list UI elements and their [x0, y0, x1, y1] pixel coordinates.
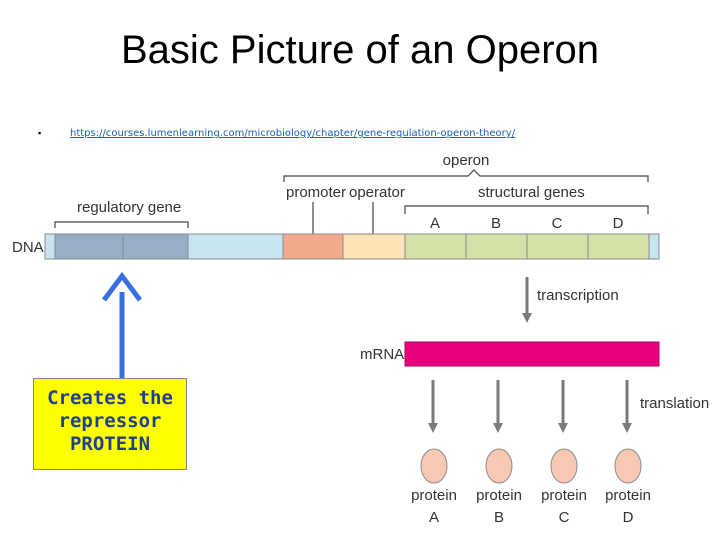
protein-b-letter: B	[494, 509, 504, 526]
callout-line-2: repressor	[58, 410, 162, 432]
slide-title: Basic Picture of an Operon	[120, 28, 600, 72]
protein-d-letter: D	[623, 509, 634, 526]
gene-d-segment	[587, 233, 650, 260]
operator-segment	[342, 233, 406, 260]
promoter-segment	[282, 233, 344, 260]
regulatory-gene-bracket	[54, 221, 189, 228]
dna-strip	[44, 233, 660, 260]
callout-line-3: PROTEIN	[69, 433, 151, 455]
protein-a-word: protein	[411, 487, 457, 504]
regulatory-gene-label: regulatory gene	[77, 199, 181, 216]
repressor-callout: Creates the repressor PROTEIN	[33, 378, 187, 470]
regulatory-gene-segment-2	[122, 233, 189, 260]
structural-genes-bracket	[404, 205, 649, 214]
gene-b-segment	[465, 233, 528, 260]
bullet-marker: ▪	[38, 128, 42, 138]
mrna-label: mRNA	[360, 346, 404, 363]
operon-label: operon	[443, 152, 490, 169]
protein-b-word: protein	[476, 487, 522, 504]
gene-label-d: D	[613, 215, 624, 232]
regulatory-gene-segment-1	[54, 233, 124, 260]
protein-c-word: protein	[541, 487, 587, 504]
protein-d-word: protein	[605, 487, 651, 504]
gene-label-b: B	[491, 215, 501, 232]
protein-b-shape	[485, 448, 513, 484]
dna-left-end	[44, 233, 56, 260]
operator-label: operator	[349, 184, 405, 201]
structural-genes-label: structural genes	[478, 184, 585, 201]
callout-line-1: Creates the	[47, 387, 173, 409]
mrna-strand	[404, 341, 660, 367]
protein-c-shape	[550, 448, 578, 484]
protein-c-letter: C	[559, 509, 570, 526]
gene-a-segment	[404, 233, 467, 260]
promoter-label: promoter	[286, 184, 346, 201]
callout-arrow	[102, 271, 142, 378]
operon-bracket	[283, 169, 649, 182]
translation-label: translation	[640, 395, 709, 412]
protein-a-letter: A	[429, 509, 439, 526]
protein-d-shape	[614, 448, 642, 484]
gene-label-a: A	[430, 215, 440, 232]
gene-c-segment	[526, 233, 589, 260]
protein-a-shape	[420, 448, 448, 484]
transcription-label: transcription	[537, 287, 619, 304]
spacer-segment	[187, 233, 284, 260]
gene-label-c: C	[552, 215, 563, 232]
source-link[interactable]: https://courses.lumenlearning.com/microb…	[70, 128, 516, 139]
dna-right-end	[648, 233, 660, 260]
dna-label: DNA	[12, 239, 44, 256]
